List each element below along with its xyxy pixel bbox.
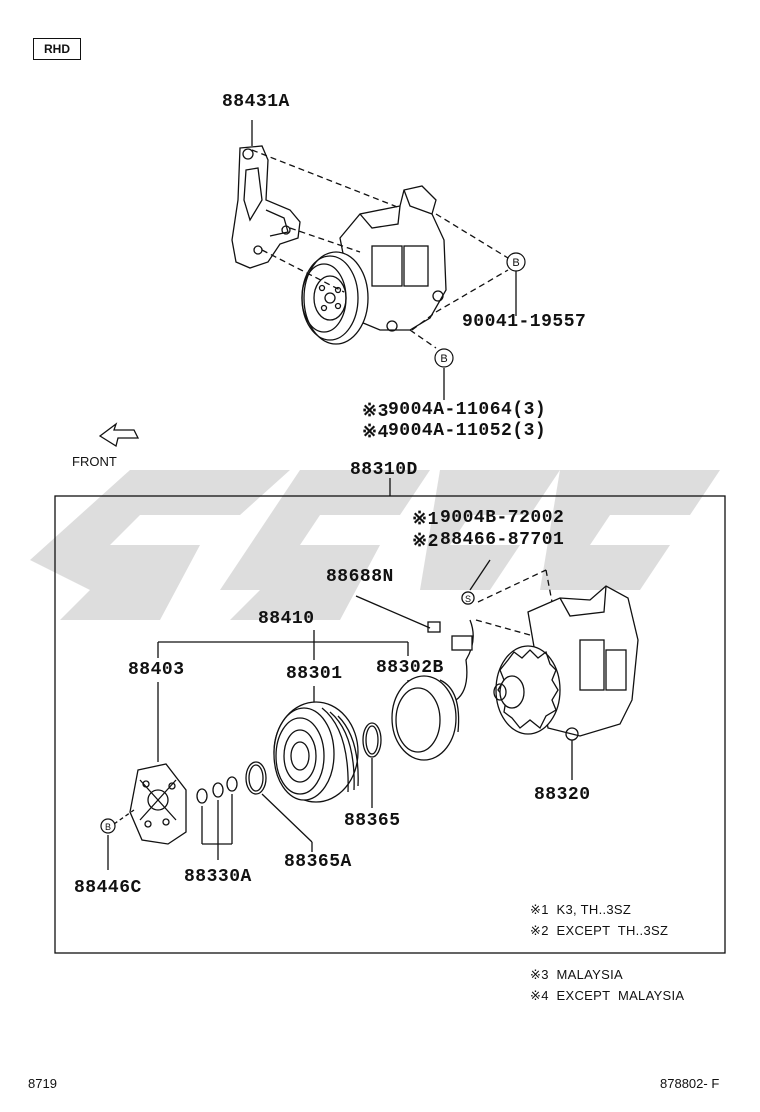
footer-page-code: 8719	[28, 1076, 57, 1091]
label-88688N: 88688N	[326, 567, 394, 587]
label-88301: 88301	[286, 664, 343, 684]
label-88466-87701: 88466-87701	[440, 530, 565, 550]
label-9004A-11052: 9004A-11052(3)	[388, 421, 547, 441]
label-88320: 88320	[534, 785, 591, 805]
note-4: ※4 EXCEPT MALAYSIA	[530, 988, 685, 1003]
mark-3-top: ※3	[362, 402, 389, 422]
label-88446C: 88446C	[74, 878, 142, 898]
label-88431A: 88431A	[222, 92, 290, 112]
label-9004B-72002: 9004B-72002	[440, 508, 565, 528]
note-2: ※2 EXCEPT TH..3SZ	[530, 923, 669, 938]
rhd-badge: RHD	[33, 38, 81, 60]
marker-b-top: B	[512, 257, 519, 269]
note-1: ※1 K3, TH..3SZ	[530, 902, 632, 917]
label-88310D: 88310D	[350, 460, 418, 480]
label-9004A-11064: 9004A-11064(3)	[388, 400, 547, 420]
label-88365: 88365	[344, 811, 401, 831]
mark-1-box: ※1	[412, 510, 439, 530]
front-label: FRONT	[72, 454, 117, 469]
marker-b-box: B	[105, 822, 111, 832]
label-90041-19557: 90041-19557	[462, 312, 587, 332]
label-88330A: 88330A	[184, 867, 252, 887]
label-88365A: 88365A	[284, 852, 352, 872]
note-3: ※3 MALAYSIA	[530, 967, 624, 982]
mark-2-box: ※2	[412, 532, 439, 552]
label-88302B: 88302B	[376, 658, 444, 678]
label-88403: 88403	[128, 660, 185, 680]
watermark-logo	[30, 470, 720, 620]
footer-figure-code: 878802- F	[660, 1076, 720, 1091]
mark-4-top: ※4	[362, 423, 389, 443]
marker-b-bottom: B	[440, 353, 447, 365]
marker-s: S	[465, 594, 471, 604]
label-88410: 88410	[258, 609, 315, 629]
